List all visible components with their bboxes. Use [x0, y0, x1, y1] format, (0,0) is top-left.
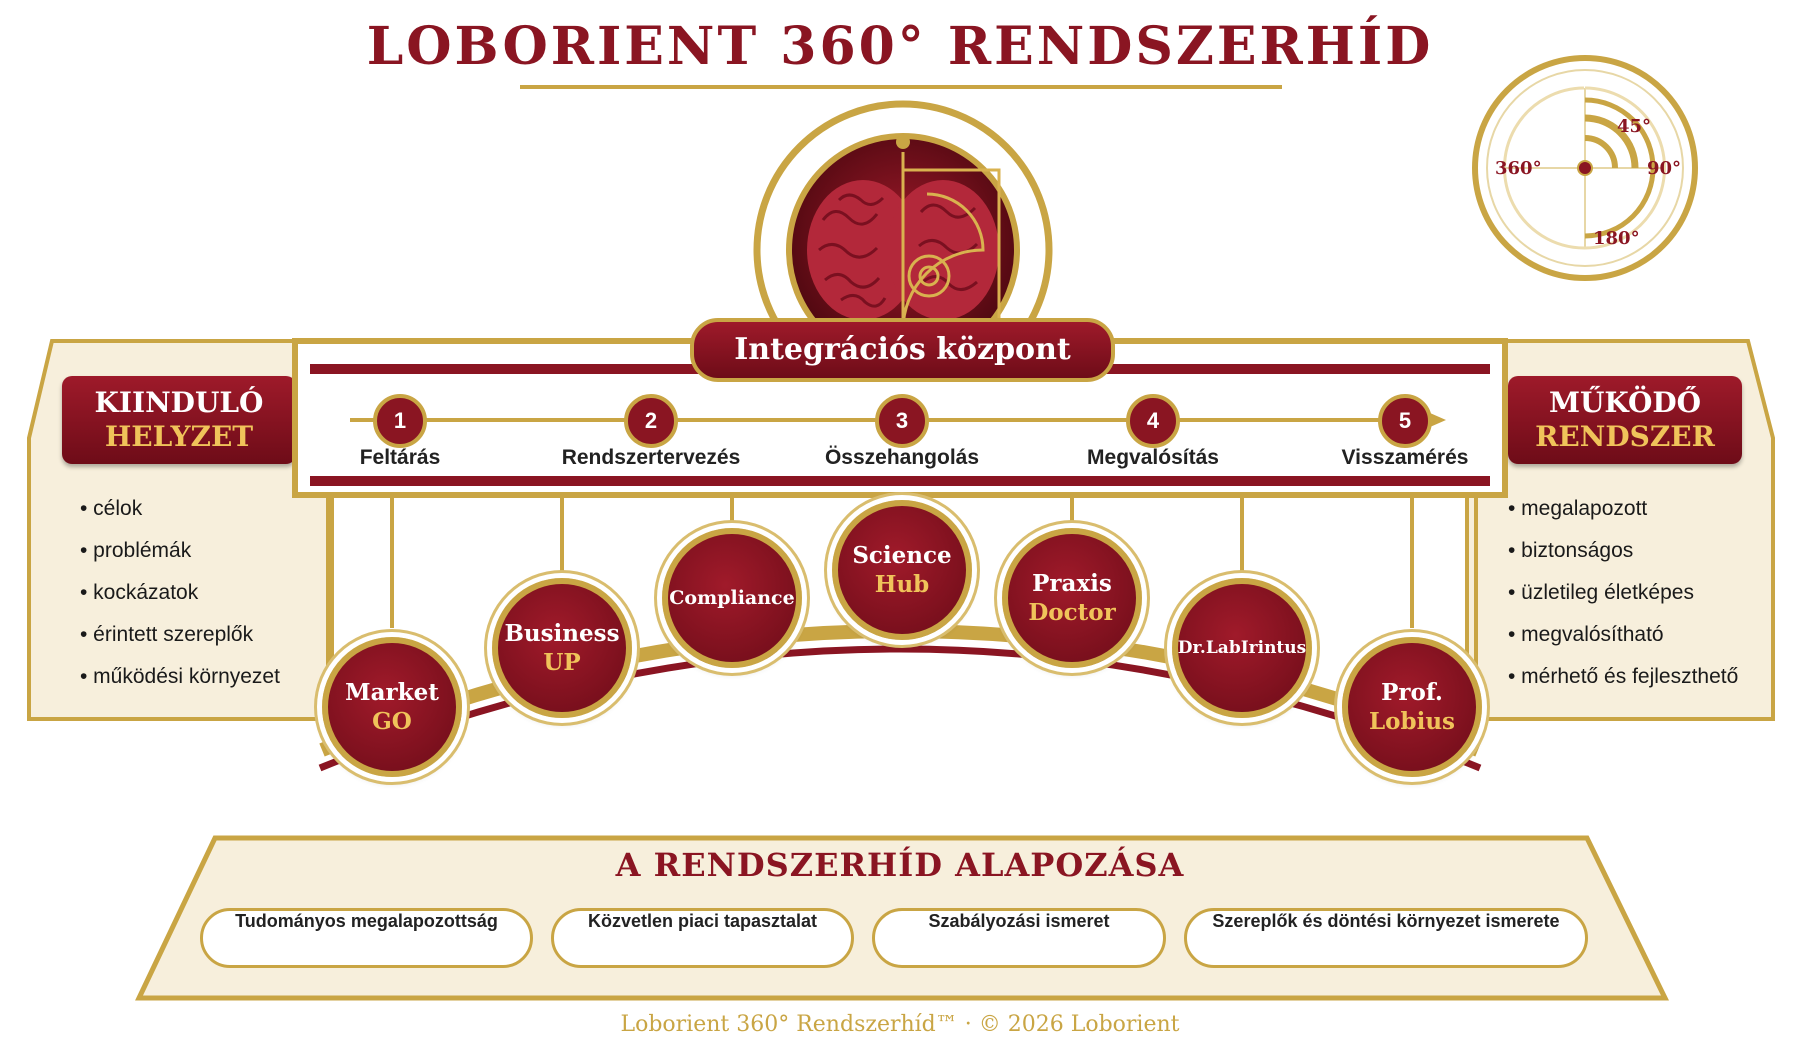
right-heading-line2: RENDSZER	[1535, 420, 1715, 453]
left-heading-line2: HELYZET	[104, 420, 254, 453]
module-connector	[1410, 498, 1414, 628]
step-4-number: 4	[1126, 394, 1180, 448]
left-panel-list: • célok • problémák • kockázatok • érint…	[80, 488, 280, 698]
list-item: • megvalósítható	[1508, 623, 1664, 646]
dial-label-45: 45°	[1617, 116, 1651, 137]
module-line1: Prof.	[1381, 679, 1443, 706]
foundation-title: A RENDSZERHÍD ALAPOZÁSA	[615, 846, 1185, 884]
foundation-pillar: Szereplők és döntési környezet ismerete	[1184, 908, 1588, 968]
module-connector	[1240, 498, 1244, 578]
foundation-pillar: Közvetlen piaci tapasztalat	[551, 908, 854, 968]
panel-connector	[326, 498, 330, 714]
module-science-hub[interactable]: Science Hub	[832, 500, 972, 640]
step-3-label: Összehangolás	[824, 446, 980, 469]
list-item: • biztonságos	[1508, 539, 1634, 562]
step-5-label: Visszamérés	[1341, 446, 1469, 469]
module-connector	[730, 498, 734, 528]
360-degree-dial-icon: 45° 90° 180° 360°	[1472, 55, 1698, 281]
module-line1: Compliance	[669, 586, 795, 609]
list-item: • kockázatok	[80, 581, 199, 604]
left-panel-heading: KIINDULÓ HELYZET	[62, 376, 296, 464]
integration-hub-banner: Integrációs központ	[690, 318, 1115, 382]
step-2-number: 2	[624, 394, 678, 448]
step-2-label: Rendszertervezés	[561, 446, 741, 469]
module-line1: Science	[852, 542, 952, 569]
list-item: • problémák	[80, 539, 192, 562]
list-item: • üzletileg életképes	[1508, 581, 1694, 604]
left-heading-line1: KIINDULÓ	[94, 386, 264, 419]
module-connector	[390, 498, 394, 628]
foundation-pillar: Szabályozási ismeret	[872, 908, 1166, 968]
step-3-number: 3	[875, 394, 929, 448]
module-connector	[1070, 498, 1074, 528]
module-compliance[interactable]: Compliance	[662, 528, 802, 668]
module-connector	[560, 498, 564, 578]
panel-connector	[1474, 498, 1478, 714]
step-1-number: 1	[373, 394, 427, 448]
module-line2: Lobius	[1368, 708, 1455, 735]
module-dr-labirintus[interactable]: Dr.LabIrintus	[1172, 578, 1312, 718]
page-title: LOBORIENT 360° RENDSZERHÍD	[366, 16, 1434, 77]
list-item: • mérhető és fejleszthető	[1508, 665, 1739, 688]
module-prof-lobius[interactable]: Prof. Lobius	[1342, 637, 1482, 777]
module-line1: Market	[345, 679, 439, 706]
footer-copyright: Loborient 360° Rendszerhíd™ · © 2026 Lob…	[620, 1012, 1180, 1037]
module-praxis-doctor[interactable]: Praxis Doctor	[1002, 528, 1142, 668]
module-market-go[interactable]: Market GO	[322, 637, 462, 777]
module-line1: Praxis	[1032, 570, 1112, 597]
module-line2: Hub	[874, 571, 930, 598]
module-line2: Doctor	[1028, 599, 1116, 626]
step-4-label: Megvalósítás	[1087, 446, 1219, 469]
step-5-number: 5	[1378, 394, 1432, 448]
dial-label-180: 180°	[1593, 228, 1640, 249]
list-item: • megalapozott	[1508, 497, 1648, 520]
title-underline	[520, 85, 1282, 89]
dial-label-360: 360°	[1495, 158, 1542, 179]
module-line2: GO	[372, 708, 412, 735]
dial-label-90: 90°	[1647, 158, 1681, 179]
module-business-up[interactable]: Business UP	[492, 578, 632, 718]
foundation-pillar: Tudományos megalapozottság	[200, 908, 533, 968]
step-1-label: Feltárás	[359, 446, 441, 469]
list-item: • érintett szereplők	[80, 623, 254, 646]
module-line1: Business	[504, 620, 620, 647]
module-line1: Dr.LabIrintus	[1177, 637, 1307, 658]
right-panel-heading: MŰKÖDŐ RENDSZER	[1508, 376, 1742, 464]
module-line2: UP	[543, 649, 581, 676]
process-bottom-bar	[310, 476, 1490, 486]
right-heading-line1: MŰKÖDŐ	[1548, 386, 1702, 419]
list-item: • célok	[80, 497, 143, 520]
right-panel-list: • megalapozott • biztonságos • üzletileg…	[1508, 488, 1738, 698]
list-item: • működési környezet	[80, 665, 280, 688]
